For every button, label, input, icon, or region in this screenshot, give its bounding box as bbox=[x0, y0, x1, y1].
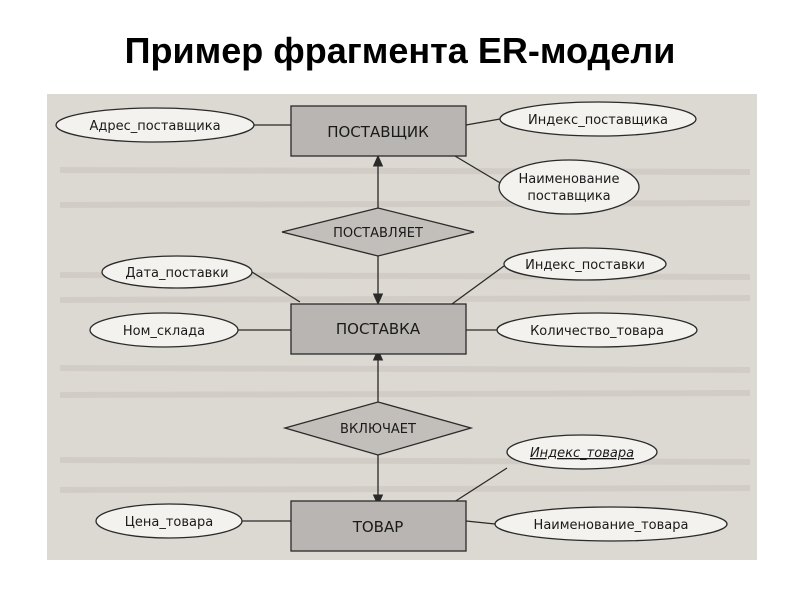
relationship-supplies-label: ПОСТАВЛЯЕТ bbox=[333, 226, 423, 241]
attr-product-price-shape bbox=[95, 503, 243, 539]
attr-delivery-index-shape bbox=[503, 247, 667, 281]
entity-supplier-label: ПОСТАВЩИК bbox=[327, 123, 429, 141]
connectors bbox=[238, 118, 508, 525]
line-supplier-index bbox=[465, 118, 501, 126]
attr-product-price: Цена_товара bbox=[125, 515, 213, 530]
attr-supplier-index: Индекс_поставщика bbox=[528, 113, 668, 128]
attr-quantity: Количество_товара bbox=[530, 324, 664, 339]
relationship-supplies: ПОСТАВЛЯЕТ bbox=[281, 207, 475, 257]
attr-warehouse-no: Ном_склада bbox=[123, 324, 205, 339]
attr-delivery-index: Индекс_поставки bbox=[525, 258, 645, 273]
line-product-name bbox=[465, 520, 496, 525]
attr-supplier-name-line1: Наименование bbox=[518, 172, 619, 187]
attr-product-name: Наименование_товара bbox=[534, 518, 689, 533]
relationship-includes-label: ВКЛЮЧАЕТ bbox=[340, 422, 416, 437]
slide-title: Пример фрагмента ER-модели bbox=[124, 30, 676, 71]
attr-quantity-shape bbox=[496, 312, 698, 348]
er-diagram-canvas: ПОСТАВЩИК ПОСТАВКА ТОВАР ПОСТАВЛЯЕТ ВКЛЮ… bbox=[47, 94, 757, 560]
attribute-ellipses bbox=[55, 101, 728, 542]
line-product-index bbox=[450, 467, 508, 505]
entity-product: ТОВАР bbox=[290, 500, 467, 552]
line-delivery-index bbox=[451, 265, 505, 305]
attr-supplier-name-line2: поставщика bbox=[527, 189, 610, 204]
entity-delivery-label: ПОСТАВКА bbox=[336, 320, 421, 338]
attr-supplier-address: Адрес_поставщика bbox=[89, 119, 220, 134]
relationship-includes: ВКЛЮЧАЕТ bbox=[282, 401, 474, 456]
attr-product-index: Индекс_товара bbox=[530, 446, 634, 461]
line-supplier-name bbox=[454, 155, 503, 185]
attr-delivery-date: Дата_поставки bbox=[125, 266, 228, 281]
attr-delivery-date-shape bbox=[101, 255, 253, 289]
attr-warehouse-no-shape bbox=[89, 312, 239, 348]
attr-product-name-shape bbox=[494, 506, 728, 542]
er-diagram: ПОСТАВЩИК ПОСТАВКА ТОВАР ПОСТАВЛЯЕТ ВКЛЮ… bbox=[47, 94, 757, 560]
entity-supplier: ПОСТАВЩИК bbox=[290, 105, 467, 157]
attribute-labels: Адрес_поставщика Индекс_поставщика Наиме… bbox=[89, 113, 688, 533]
attr-supplier-index-shape bbox=[499, 101, 697, 137]
entity-delivery: ПОСТАВКА bbox=[290, 303, 467, 355]
attr-product-index-shape bbox=[506, 434, 658, 470]
attr-supplier-name-shape bbox=[498, 159, 640, 215]
attr-supplier-address-shape bbox=[55, 107, 255, 143]
entity-product-label: ТОВАР bbox=[352, 518, 404, 536]
line-delivery-date bbox=[251, 271, 301, 303]
